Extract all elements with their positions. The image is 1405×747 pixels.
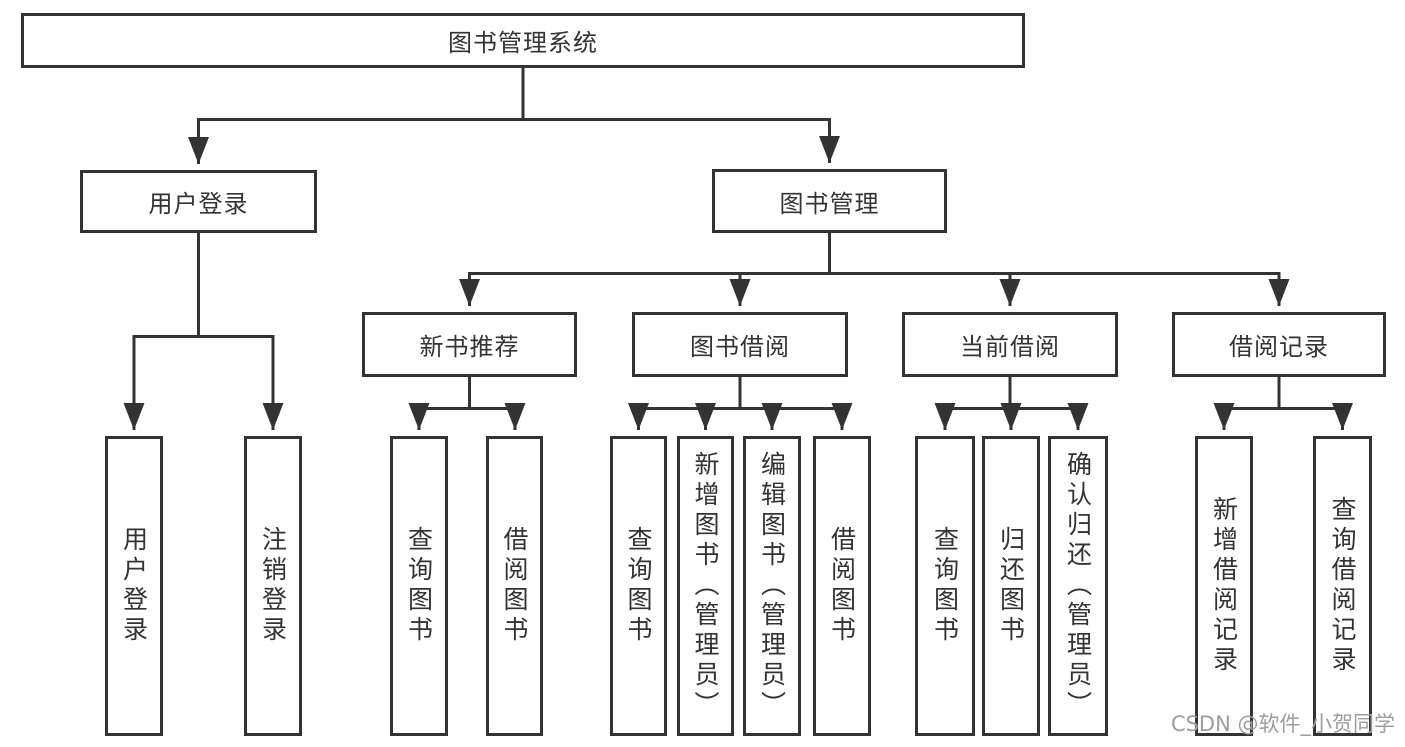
node-borrowing-records: 借阅记录 — [1172, 312, 1386, 377]
leaf-query-books-borrowing: 查询图书 — [610, 436, 667, 736]
node-new-book-recommendation: 新书推荐 — [362, 312, 577, 377]
leaf-add-book-admin: 新增图书（管理员） — [677, 436, 734, 736]
leaf-return-books: 归还图书 — [982, 436, 1040, 736]
node-book-management: 图书管理 — [712, 169, 947, 233]
leaf-borrow-books-borrowing: 借阅图书 — [813, 436, 871, 736]
leaf-query-books-recommend: 查询图书 — [390, 436, 448, 736]
leaf-borrow-books-recommend: 借阅图书 — [486, 436, 543, 736]
node-user-login: 用户登录 — [80, 170, 317, 233]
leaf-query-books-current: 查询图书 — [915, 436, 975, 736]
csdn-watermark: CSDN @软件_小贺同学 — [1170, 712, 1395, 736]
node-library-system: 图书管理系统 — [21, 13, 1025, 68]
leaf-user-login: 用户登录 — [105, 436, 163, 736]
node-book-borrowing: 图书借阅 — [632, 312, 848, 377]
leaf-confirm-return-admin: 确认归还（管理员） — [1048, 436, 1108, 736]
leaf-add-borrow-record: 新增借阅记录 — [1195, 436, 1253, 736]
leaf-edit-book-admin: 编辑图书（管理员） — [743, 436, 801, 736]
node-current-borrowing: 当前借阅 — [902, 312, 1118, 377]
leaf-logout: 注销登录 — [244, 436, 302, 736]
leaf-query-borrow-record: 查询借阅记录 — [1313, 436, 1372, 736]
